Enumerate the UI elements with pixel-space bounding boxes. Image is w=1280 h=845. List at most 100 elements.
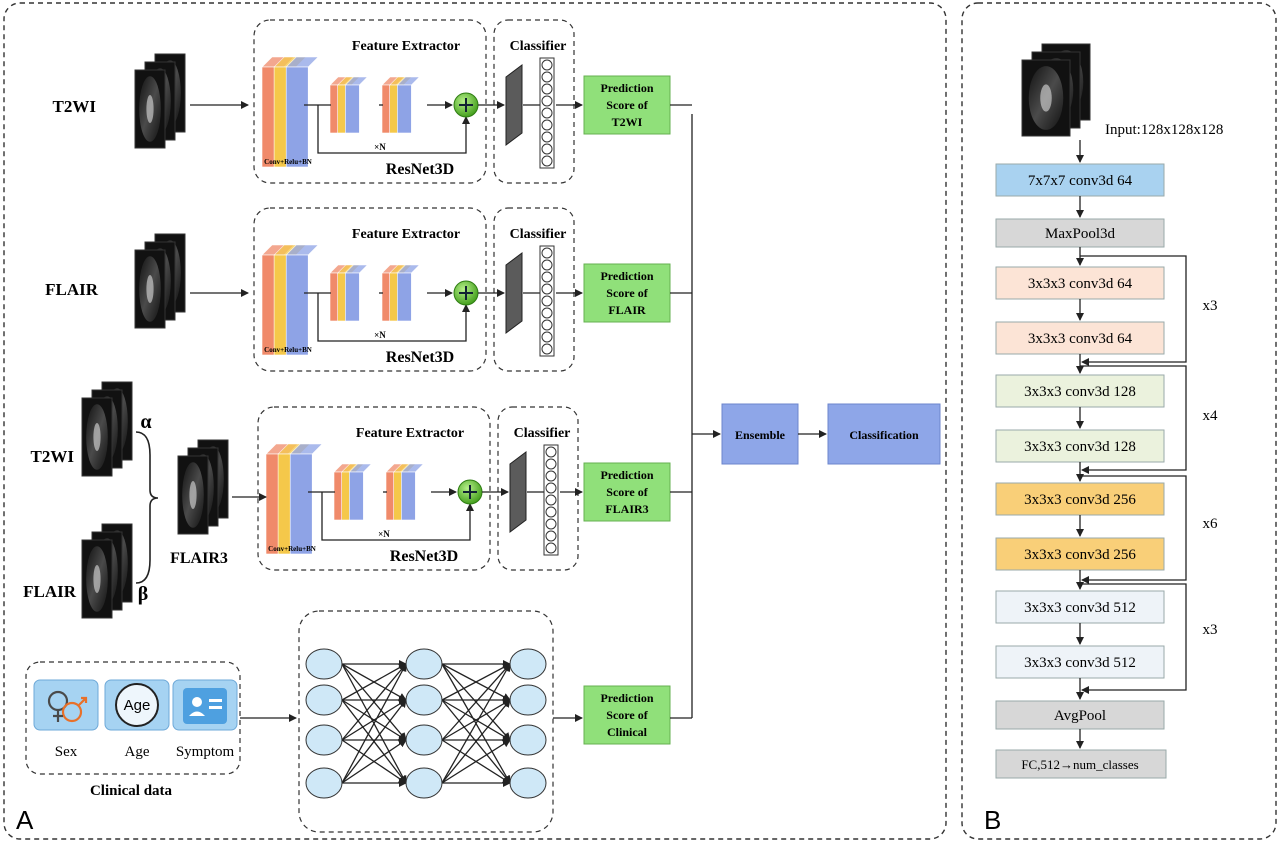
fc-neuron — [545, 530, 557, 542]
conv-layer-face — [397, 84, 412, 134]
ensemble-label: Ensemble — [735, 428, 786, 442]
ventricle-shape — [1040, 84, 1052, 112]
mlp-neuron — [509, 767, 547, 799]
sex-symbol-circle — [61, 701, 83, 723]
plus-glyph — [459, 286, 473, 300]
layer-label: FC,512→num_classes — [1021, 757, 1138, 772]
clinical-icon-label: Symptom — [176, 744, 235, 760]
conv-layer-face — [345, 84, 360, 134]
prediction-box — [583, 462, 671, 522]
layer-box — [995, 374, 1165, 408]
backbone-label: ResNet3D — [386, 349, 454, 366]
mri-stack-1 — [134, 233, 186, 329]
prediction-box — [583, 75, 671, 135]
mri-stack-0 — [134, 53, 186, 149]
clinical-data-box — [25, 661, 241, 775]
symptom-head — [192, 697, 202, 707]
mri-stack-flair-fusion — [81, 523, 133, 619]
residual-block-2 — [381, 264, 421, 322]
ventricle-shape — [146, 94, 154, 124]
clinical-icon-label: Sex — [55, 744, 78, 760]
prediction-text: Score of — [606, 286, 648, 300]
classifier-title: Classifier — [510, 227, 567, 242]
plus-glyph — [459, 98, 473, 112]
panel-a-frame — [3, 2, 947, 840]
conv-layer-face — [285, 254, 309, 356]
skip-connection — [317, 105, 470, 154]
symptom-line — [209, 699, 222, 702]
mlp-neuron — [509, 648, 547, 680]
fc-neuron — [541, 143, 553, 155]
fc-neuron — [541, 259, 553, 271]
layer-label: 3x3x3 conv3d 64 — [1028, 331, 1133, 347]
conv-layer-face — [401, 471, 416, 521]
prediction-text: Prediction — [600, 691, 653, 705]
mlp-neuron — [405, 724, 443, 756]
feature-extractor-box — [253, 207, 487, 372]
ensemble-box — [721, 403, 799, 465]
mlp-edge — [341, 663, 407, 741]
repeat-count: x6 — [1203, 516, 1219, 532]
ventricle-shape — [146, 274, 154, 304]
fc-neuron — [541, 71, 553, 83]
mlp-edge — [341, 699, 407, 784]
backbone-label: ResNet3D — [386, 161, 454, 178]
classifier-box — [493, 207, 575, 372]
mlp-neuron — [405, 767, 443, 799]
layer-label: MaxPool3d — [1045, 226, 1116, 242]
fc-neuron — [541, 247, 553, 259]
fc-neuron — [545, 446, 557, 458]
conv-layer-face — [289, 453, 313, 555]
conv-label: Conv+Relu+BN — [264, 346, 312, 354]
fc-neuron — [541, 307, 553, 319]
plus-glyph — [463, 485, 477, 499]
layer-box — [995, 537, 1165, 571]
residual-block-2 — [385, 463, 425, 521]
layer-box — [995, 482, 1165, 516]
pooling-layer — [509, 451, 527, 533]
conv-stack-large — [265, 443, 323, 555]
pooling-layer — [505, 252, 523, 334]
fc-neuron — [541, 119, 553, 131]
backbone-label: ResNet3D — [390, 548, 458, 565]
layer-label: 3x3x3 conv3d 256 — [1024, 547, 1136, 563]
repeat-count: x4 — [1203, 408, 1219, 424]
sex-symbol-cross — [53, 710, 63, 722]
mlp-edge — [341, 663, 407, 784]
skip-connection — [317, 293, 470, 342]
feature-extractor-title: Feature Extractor — [352, 39, 460, 54]
fc-neuron — [541, 83, 553, 95]
repeat-label: ×N — [378, 529, 390, 539]
fc-neuron — [541, 343, 553, 355]
input-label: FLAIR — [45, 280, 99, 299]
layer-label: AvgPool — [1054, 708, 1106, 724]
skip-loop — [1080, 365, 1187, 474]
clinical-icon-label: Age — [125, 744, 150, 760]
sex-symbol-arrow — [78, 696, 88, 706]
layer-label: 3x3x3 conv3d 128 — [1024, 439, 1136, 455]
mlp-neuron — [509, 724, 547, 756]
mlp-neuron — [305, 724, 343, 756]
input-label: T2WI — [53, 97, 97, 116]
mlp-neuron — [305, 684, 343, 716]
conv-stack-large — [261, 244, 319, 356]
fc-neuron — [545, 482, 557, 494]
conv-stack-large — [261, 56, 319, 168]
clinical-data-title: Clinical data — [90, 783, 173, 799]
mlp-edge — [441, 663, 511, 701]
mri-stack-flair3 — [177, 439, 229, 535]
layer-box — [995, 266, 1165, 300]
layer-box — [995, 749, 1167, 779]
panel-a-label: A — [16, 805, 34, 835]
fusion-bottom-label: FLAIR — [23, 582, 77, 601]
pooling-layer — [505, 64, 523, 146]
layer-box — [995, 218, 1165, 248]
fc-neuron — [545, 470, 557, 482]
prediction-box — [583, 263, 671, 323]
skip-loop — [1080, 583, 1187, 694]
skip-loop — [1080, 475, 1187, 584]
fc-neuron — [545, 542, 557, 554]
layer-label: 3x3x3 conv3d 256 — [1024, 492, 1136, 508]
beta-symbol: β — [138, 583, 149, 605]
